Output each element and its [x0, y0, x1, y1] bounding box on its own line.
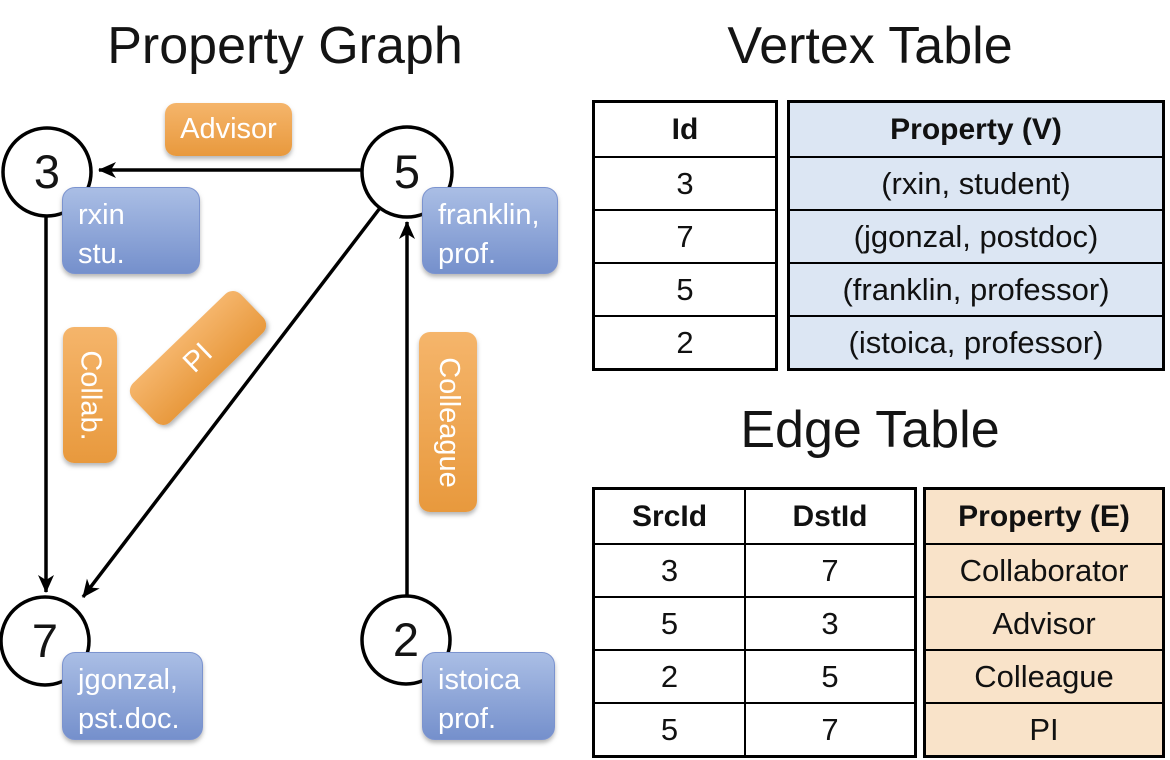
edge-property-cell: Collaborator: [959, 552, 1129, 588]
vertex-property-box-7: jgonzal, pst.doc.: [62, 652, 203, 740]
vertex-table-header-property: Property (V): [890, 112, 1062, 146]
vertex-table-id-column: Id 3 7 5 2: [592, 100, 778, 371]
vertex-property-box-2: istoica prof.: [422, 652, 555, 740]
vertex-table-header-id: Id: [671, 112, 699, 146]
edge-srcid-cell: 2: [595, 651, 746, 702]
edge-5-to-7-arrow: [81, 206, 382, 599]
vertex-id-cell: 5: [676, 271, 694, 307]
property-graph-title: Property Graph: [107, 17, 463, 75]
edge-dstid-cell: 3: [821, 605, 839, 641]
edge-label-advisor: Advisor: [165, 103, 292, 156]
vertex-table-property-column: Property (V) (rxin, student) (jgonzal, p…: [787, 100, 1165, 371]
edge-table-title: Edge Table: [740, 401, 1000, 459]
node-id-5: 5: [393, 145, 421, 198]
vertex-property-line: istoica: [438, 664, 521, 696]
edge-dstid-cell: 5: [821, 658, 839, 694]
vertex-property-cell: (rxin, student): [881, 165, 1071, 201]
edge-table-header-dstid: DstId: [792, 499, 868, 533]
edge-label-text: Collab.: [74, 349, 107, 441]
vertex-id-cell: 7: [676, 218, 694, 254]
node-id-7: 7: [31, 614, 59, 667]
edge-table-id-columns: SrcId DstId 3 7 5 3 2 5 5 7: [592, 487, 917, 758]
edge-srcid-cell: 5: [595, 598, 746, 649]
edge-srcid-cell: 5: [595, 704, 746, 755]
vertex-property-line: jgonzal,: [78, 664, 178, 696]
vertex-property-line: rxin: [78, 199, 125, 231]
edge-srcid-cell: 3: [595, 545, 746, 596]
edge-table-header-srcid: SrcId: [595, 490, 746, 543]
vertex-property-cell: (franklin, professor): [842, 271, 1110, 307]
vertex-property-cell: (istoica, professor): [848, 324, 1104, 360]
edge-label-colleague: Colleague: [419, 332, 477, 512]
vertex-id-cell: 2: [676, 324, 694, 360]
vertex-property-box-3: rxin stu.: [62, 187, 200, 274]
edge-property-cell: Colleague: [974, 658, 1114, 694]
node-id-3: 3: [33, 145, 61, 198]
edge-dstid-cell: 7: [821, 711, 839, 747]
edge-label-collab: Collab.: [63, 327, 117, 463]
vertex-property-box-5: franklin, prof.: [422, 187, 558, 274]
edge-label-text: PI: [176, 336, 219, 379]
vertex-property-line: prof.: [438, 703, 497, 735]
edge-dstid-cell: 7: [821, 552, 839, 588]
edge-table: SrcId DstId 3 7 5 3 2 5 5 7 Property (E)…: [592, 487, 1165, 758]
edge-property-cell: Advisor: [992, 605, 1096, 641]
node-id-2: 2: [392, 613, 420, 666]
vertex-table: Id 3 7 5 2 Property (V) (rxin, student) …: [592, 100, 1165, 371]
vertex-table-title: Vertex Table: [727, 17, 1013, 75]
edge-table-header-property: Property (E): [958, 499, 1130, 533]
vertex-property-line: stu.: [78, 238, 125, 270]
edge-label-text: Advisor: [180, 113, 277, 145]
vertex-property-line: pst.doc.: [78, 703, 180, 735]
vertex-property-line: prof.: [438, 238, 497, 270]
vertex-property-cell: (jgonzal, postdoc): [853, 218, 1099, 254]
edge-table-property-column: Property (E) Collaborator Advisor Collea…: [923, 487, 1165, 758]
vertex-id-cell: 3: [676, 165, 694, 201]
edge-label-text: Colleague: [432, 356, 465, 488]
edge-property-cell: PI: [1029, 711, 1059, 747]
vertex-property-line: franklin,: [438, 199, 540, 231]
